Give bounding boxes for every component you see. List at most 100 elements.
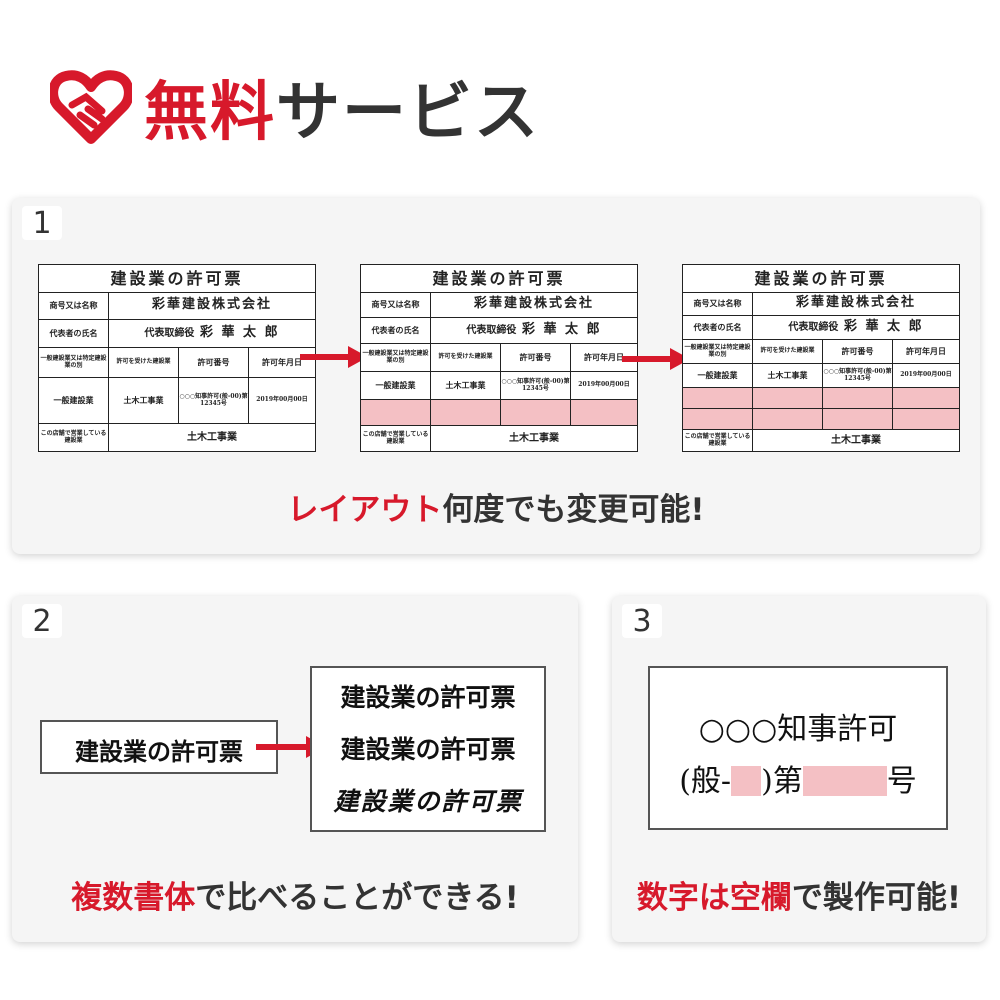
permit-value: 土木工事業 [509,432,559,444]
permit-cell: 土木工事業 [109,378,179,423]
permit-row: この店舗で営業している建設業 土木工事業 [361,426,637,451]
card-blank-numbers: 3 ○○○知事許可 (般- )第 号 数字は空欄で製作可能! [612,596,986,942]
permit-row: この店舗で営業している建設業 土木工事業 [39,424,315,451]
permit-line-2-c: 号 [886,764,917,799]
permit-value: 彩華建設株式会社 [473,296,594,312]
permit-head: 許可番号 [179,348,249,377]
permit-cell-empty [361,400,431,425]
card-caption: 複数書体で比べることができる! [12,872,578,917]
permit-value: 彩華建設株式会社 [151,297,272,313]
permit-row: 一般建設業又は特定建設業の別 許可を受けた建設業 許可番号 許可年月日 [39,348,315,378]
permit-row-added [361,400,637,426]
permit-value: 彩華建設株式会社 [795,295,916,311]
arrow-right-icon [622,348,690,370]
permit-row: 一般建設業又は特定建設業の別 許可を受けた建設業 許可番号 許可年月日 [361,344,637,372]
permit-label: 商号又は名称 [683,292,753,315]
permit-value: 土木工事業 [831,434,881,446]
page-title: 無料サービス [144,61,540,153]
caption-accent: 数字は空欄 [636,880,792,916]
permit-cell: 一般建設業 [683,364,753,387]
permit-cell-empty [571,400,637,425]
permit-row: 一般建設業 土木工事業 ○○○知事許可(般-00)第12345号 2019年00… [39,378,315,424]
permit-table-original: 建設業の許可票 商号又は名称 彩華建設株式会社 代表者の氏名 代表取締役 彩 華… [38,264,316,452]
permit-value-wrap: 代表取締役 彩 華 太 郎 [431,318,637,343]
permit-row: この店舗で営業している建設業 土木工事業 [683,430,959,451]
permit-row: 代表者の氏名 代表取締役 彩 華 太 郎 [39,320,315,348]
permit-head: 許可番号 [823,340,893,363]
caption-rest: で比べることができる! [195,880,519,916]
permit-label: この店舗で営業している建設業 [361,426,431,451]
permit-head: 許可年月日 [906,345,946,356]
permit-table-one-extra-row: 建設業の許可票 商号又は名称 彩華建設株式会社 代表者の氏名 代表取締役 彩 華… [360,264,638,452]
permit-row: 商号又は名称 彩華建設株式会社 [361,292,637,318]
page-header: 無料サービス [50,62,540,152]
permit-line-2-a: (般- [679,764,732,799]
permit-cell: 2019年00月00日 [900,371,952,379]
permit-head: 一般建設業又は特定建設業の別 [361,344,431,371]
permit-cell: ○○○知事許可(般-00)第12345号 [823,364,893,387]
font-source-text: 建設業の許可票 [75,737,243,766]
permit-label: この店舗で営業している建設業 [39,424,109,451]
permit-cell: 2019年00月00日 [578,381,630,389]
permit-cell-empty [893,409,959,429]
permit-line-2: (般- )第 号 [650,756,946,800]
font-variant-gothic: 建設業の許可票 [340,683,516,712]
permit-value-wrap: 代表取締役 彩 華 太 郎 [753,316,959,339]
permit-value-wrap: 代表取締役 彩 華 太 郎 [109,320,315,347]
permit-cell-empty [823,388,893,408]
permit-head: 許可年月日 [584,351,624,362]
permit-head: 許可年月日 [262,356,302,367]
permit-cell: 土木工事業 [753,364,823,387]
permit-line-2-b: )第 [761,764,803,799]
permit-cell-empty [683,388,753,408]
blank-field-long [802,766,887,796]
caption-accent: 複数書体 [71,880,196,916]
card-number: 3 [622,604,662,639]
permit-head: 許可を受けた建設業 [109,348,179,377]
permit-cell: 2019年00月00日 [256,396,308,404]
permit-value: 彩 華 太 郎 [522,322,602,338]
permit-row: 代表者の氏名 代表取締役 彩 華 太 郎 [361,318,637,344]
permit-row: 商号又は名称 彩華建設株式会社 [39,292,315,320]
permit-cell-empty [501,400,571,425]
card-caption: 数字は空欄で製作可能! [612,872,986,917]
permit-head: 一般建設業又は特定建設業の別 [683,340,753,363]
permit-label: 代表者の氏名 [39,320,109,347]
permit-value-title: 代表取締役 [144,327,195,339]
permit-row-added [683,388,959,409]
permit-cell: ○○○知事許可(般-00)第12345号 [179,378,249,423]
card-layout-change: 1 建設業の許可票 商号又は名称 彩華建設株式会社 代表者の氏名 代表取締役 彩… [12,198,980,554]
permit-head: 許可を受けた建設業 [431,344,501,371]
permit-cell: 一般建設業 [39,378,109,423]
permit-cell-empty [823,409,893,429]
caption-accent: レイアウト [287,492,443,528]
permit-value: 彩 華 太 郎 [844,319,924,335]
permit-cell-empty [753,409,823,429]
arrow-right-icon [300,346,368,368]
permit-row-added [683,409,959,430]
permit-title: 建設業の許可票 [361,265,637,293]
card-font-compare: 2 建設業の許可票 建設業の許可票 建設業の許可票 建設業の許可票 複数書体で比… [12,596,578,942]
permit-head: 一般建設業又は特定建設業の別 [39,348,109,377]
title-accent: 無料 [144,76,276,150]
card-caption: レイアウト何度でも変更可能! [12,484,980,529]
permit-label: この店舗で営業している建設業 [683,430,753,451]
card-number: 2 [22,604,62,639]
permit-label: 商号又は名称 [361,292,431,317]
permit-cell: 土木工事業 [431,372,501,399]
heart-handshake-icon [50,70,132,144]
permit-row: 一般建設業又は特定建設業の別 許可を受けた建設業 許可番号 許可年月日 [683,340,959,364]
permit-label: 代表者の氏名 [683,316,753,339]
permit-number-box: ○○○知事許可 (般- )第 号 [648,666,948,830]
permit-value-title: 代表取締役 [466,324,517,336]
permit-title: 建設業の許可票 [683,265,959,293]
permit-row: 代表者の氏名 代表取締役 彩 華 太 郎 [683,316,959,340]
permit-line-1: ○○○知事許可 [698,712,898,747]
permit-row: 商号又は名称 彩華建設株式会社 [683,292,959,316]
caption-rest: で製作可能! [791,880,962,916]
permit-value: 彩 華 太 郎 [200,325,280,341]
permit-title: 建設業の許可票 [39,265,315,293]
card-number: 1 [22,206,62,241]
permit-table-two-extra-rows: 建設業の許可票 商号又は名称 彩華建設株式会社 代表者の氏名 代表取締役 彩 華… [682,264,960,452]
permit-cell-empty [431,400,501,425]
